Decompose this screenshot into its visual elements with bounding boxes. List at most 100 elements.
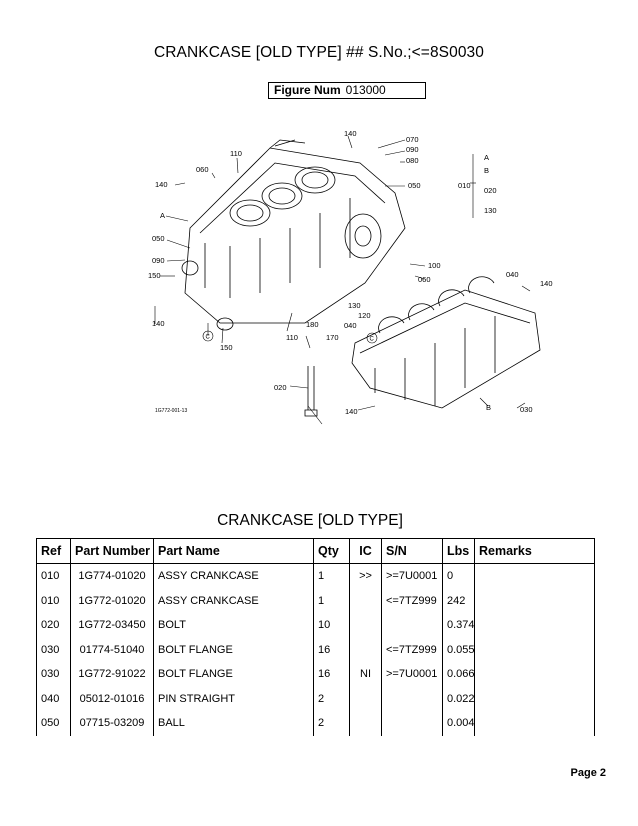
page-title: CRANKCASE [OLD TYPE] ## S.No.;<=8S0030: [153, 44, 485, 61]
svg-text:050: 050: [408, 181, 421, 190]
svg-text:B: B: [484, 166, 489, 175]
col-ref-header: Ref: [36, 538, 71, 564]
cell-ic: NI: [349, 662, 382, 687]
cell-lbs: 242: [442, 588, 475, 613]
cell-part-name: BOLT FLANGE: [153, 637, 314, 662]
svg-text:180: 180: [306, 320, 319, 329]
cell-ref: 040: [36, 686, 71, 711]
cell-qty: 2: [313, 686, 350, 711]
figure-number-box: Figure Num 013000: [268, 82, 426, 99]
svg-text:140: 140: [152, 319, 165, 328]
cell-part-number: 05012-01016: [70, 686, 154, 711]
cell-ic: [349, 613, 382, 638]
svg-text:130: 130: [484, 206, 497, 215]
cell-ref: 050: [36, 711, 71, 736]
svg-text:1G772-001-13: 1G772-001-13: [155, 408, 187, 414]
cell-ref: 010: [36, 563, 71, 589]
cell-lbs: 0.022: [442, 686, 475, 711]
cell-remarks: [474, 686, 595, 711]
cell-lbs: 0.004: [442, 711, 475, 736]
col-remarks-header: Remarks: [474, 538, 595, 564]
table-row: 030 01774-51040 BOLT FLANGE 16 <=7TZ999 …: [36, 637, 595, 662]
cell-ic: [349, 637, 382, 662]
cell-ref: 030: [36, 662, 71, 687]
cell-part-name: BOLT: [153, 613, 314, 638]
cell-qty: 1: [313, 563, 350, 589]
svg-text:040: 040: [506, 270, 519, 279]
svg-text:140: 140: [345, 407, 358, 416]
cell-part-number: 01774-51040: [70, 637, 154, 662]
leader-lines: [154, 135, 531, 425]
cell-part-name: PIN STRAIGHT: [153, 686, 314, 711]
parts-table: Ref Part Number Part Name Qty IC S/N Lbs…: [36, 538, 595, 736]
svg-text:140: 140: [155, 180, 168, 189]
cell-qty: 16: [313, 637, 350, 662]
side-ref-bracket: [470, 154, 476, 218]
svg-text:010: 010: [458, 181, 471, 190]
col-sn-header: S/N: [381, 538, 443, 564]
cell-ic: [349, 686, 382, 711]
svg-text:120: 120: [358, 311, 371, 320]
table-row: 010 1G774-01020 ASSY CRANKCASE 1 >> >=7U…: [36, 563, 595, 589]
cell-qty: 16: [313, 662, 350, 687]
col-qty-header: Qty: [313, 538, 350, 564]
cell-part-name: ASSY CRANKCASE: [153, 563, 314, 589]
crankcase-upper-drawing: [181, 139, 406, 331]
cell-part-name: ASSY CRANKCASE: [153, 588, 314, 613]
cell-ref: 030: [36, 637, 71, 662]
cell-sn: [381, 613, 443, 638]
svg-text:060: 060: [418, 275, 431, 284]
svg-text:020: 020: [484, 186, 497, 195]
cell-part-number: 1G772-91022: [70, 662, 154, 687]
bolt-020-drawing: [304, 366, 318, 417]
cell-sn: >=7U0001: [381, 662, 443, 687]
col-ic-header: IC: [349, 538, 382, 564]
page-number: Page 2: [570, 767, 606, 779]
svg-text:110: 110: [286, 333, 298, 342]
svg-text:030: 030: [520, 405, 533, 414]
cell-sn: <=7TZ999: [381, 637, 443, 662]
cell-sn: >=7U0001: [381, 563, 443, 589]
cell-part-number: 1G772-01020: [70, 588, 154, 613]
svg-text:020: 020: [274, 383, 287, 392]
figure-number-label: Figure Num: [274, 83, 341, 97]
cell-ic: >>: [349, 563, 382, 589]
table-row: 010 1G772-01020 ASSY CRANKCASE 1 <=7TZ99…: [36, 588, 595, 613]
cell-ref: 020: [36, 613, 71, 638]
cell-remarks: [474, 711, 595, 736]
cell-remarks: [474, 662, 595, 687]
cell-qty: 10: [313, 613, 350, 638]
cell-remarks: [474, 637, 595, 662]
svg-text:A: A: [160, 211, 165, 220]
cell-part-number: 07715-03209: [70, 711, 154, 736]
table-row: 020 1G772-03450 BOLT 10 0.374: [36, 613, 595, 638]
svg-text:A: A: [484, 153, 489, 162]
cell-sn: <=7TZ999: [381, 588, 443, 613]
svg-text:070: 070: [406, 135, 419, 144]
cell-part-name: BALL: [153, 711, 314, 736]
svg-text:150: 150: [220, 343, 233, 352]
col-part-name-header: Part Name: [153, 538, 314, 564]
table-title: CRANKCASE [OLD TYPE]: [217, 512, 403, 529]
cell-lbs: 0.066: [442, 662, 475, 687]
figure-number-value: 013000: [345, 83, 386, 97]
table-row: 050 07715-03209 BALL 2 0.004: [36, 711, 595, 736]
cell-lbs: 0.055: [442, 637, 475, 662]
cell-sn: [381, 686, 443, 711]
col-lbs-header: Lbs: [442, 538, 475, 564]
svg-text:040: 040: [344, 321, 357, 330]
cell-qty: 2: [313, 711, 350, 736]
table-row: 040 05012-01016 PIN STRAIGHT 2 0.022: [36, 686, 595, 711]
svg-text:050: 050: [152, 234, 165, 243]
svg-text:090: 090: [152, 256, 165, 265]
col-part-number-header: Part Number: [70, 538, 154, 564]
svg-text:140: 140: [540, 279, 553, 288]
svg-text:140: 140: [344, 129, 357, 138]
svg-text:100: 100: [428, 261, 441, 270]
svg-text:110: 110: [230, 149, 242, 158]
svg-text:C: C: [370, 337, 375, 343]
svg-text:090: 090: [406, 145, 419, 154]
cell-part-number: 1G774-01020: [70, 563, 154, 589]
cell-ic: [349, 588, 382, 613]
cell-part-name: BOLT FLANGE: [153, 662, 314, 687]
